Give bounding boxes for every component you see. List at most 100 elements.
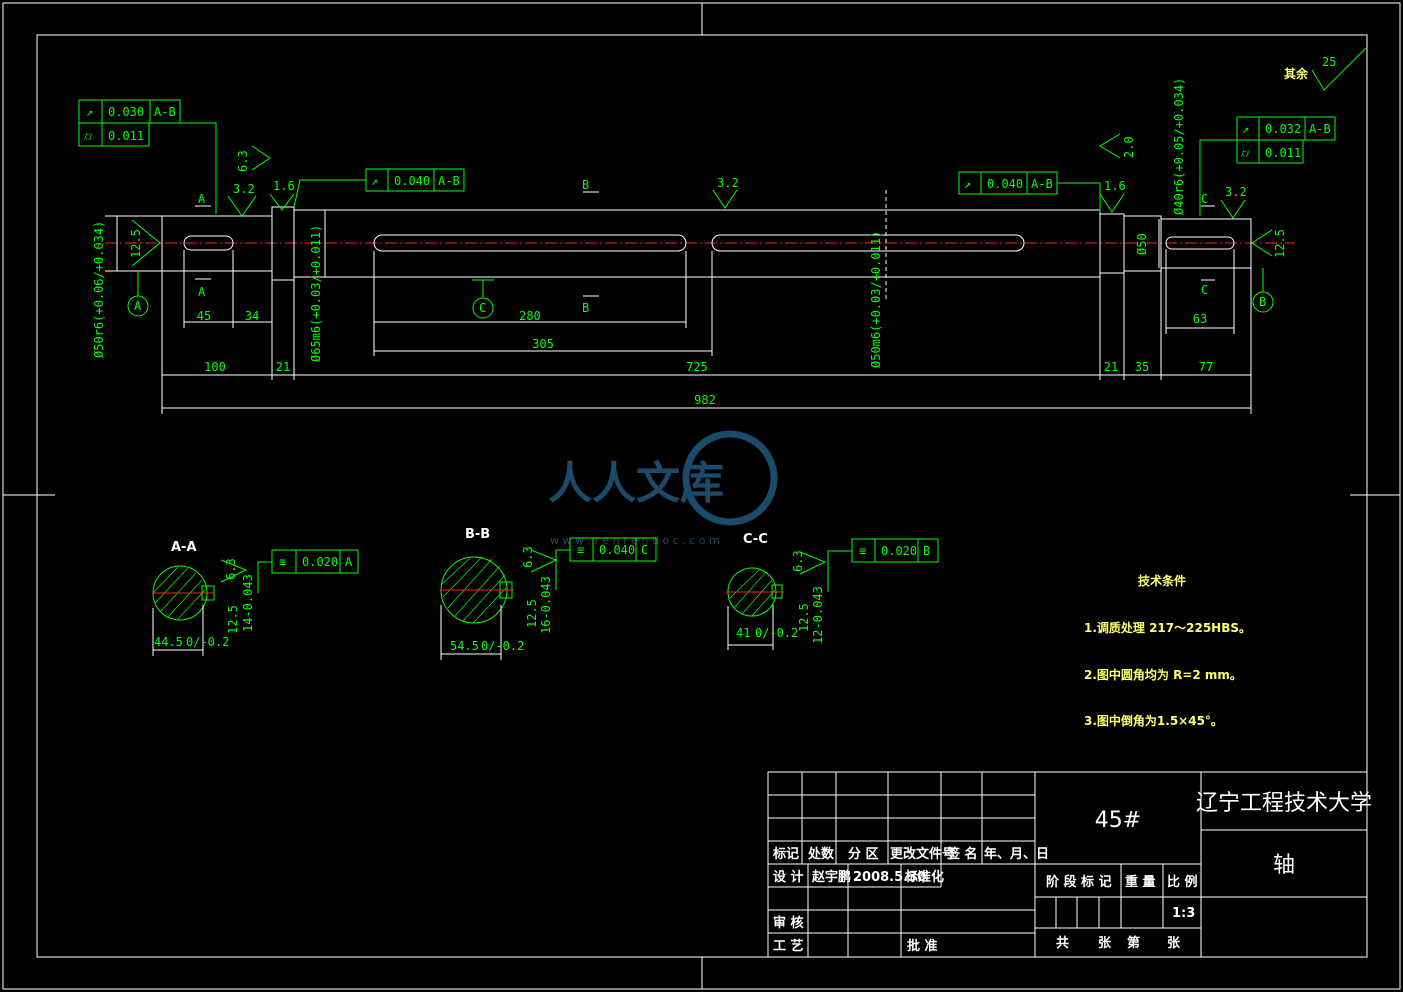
section-cc-slot: 12-0.043	[811, 586, 825, 644]
tol3-symbol-icon: ↗	[371, 174, 378, 188]
rough-16b: 1.6	[1104, 179, 1126, 193]
tb-total-label: 共	[1056, 935, 1069, 951]
section-aa-symmetry-icon: ≡	[279, 555, 286, 569]
dia-right-shoulder: Ø50	[1135, 233, 1149, 255]
tb-design-date: 2008.5.30	[853, 870, 926, 885]
section-cc-sym-datum: B	[923, 544, 930, 558]
tb-material: 45#	[1095, 808, 1141, 833]
datum-c-label: C	[479, 301, 486, 315]
tol6-value: 0.011	[1265, 146, 1301, 160]
roughness-16a-icon	[269, 193, 295, 211]
dim-35: 35	[1135, 360, 1149, 374]
tb-stage-label: 阶 段 标 记	[1046, 874, 1112, 890]
section-aa-slot: 14-0.043	[241, 574, 255, 632]
rough-32c: 3.2	[1225, 185, 1247, 199]
rough-others-value: 25	[1322, 55, 1336, 69]
tb-design-label: 设 计	[773, 869, 804, 885]
section-markers: A A B B C C A C B	[127, 178, 1274, 319]
note-3: 3.图中倒角为1.5×45°。	[1084, 713, 1223, 728]
section-bb-tol: 0/-0.2	[481, 639, 524, 653]
section-cc: C-C 41 0/-0.2 6.3 12.5 12-0.043 ≡ 0.020 …	[726, 532, 939, 650]
watermark: 人人文库 w w w . r e n r e n d o c . c o m	[548, 430, 778, 547]
datum-b-label: B	[1259, 295, 1266, 309]
rough-16a: 1.6	[273, 179, 295, 193]
tb-h-doc: 更改文件号	[890, 846, 955, 862]
note-2: 2.图中圆角均为 R=2 mm。	[1084, 667, 1242, 682]
tol4-symbol-icon: ↗	[964, 177, 971, 191]
section-cc-symmetry-icon: ≡	[859, 544, 866, 558]
section-aa-sym-datum: A	[345, 555, 353, 569]
tb-standard-label: 标准化	[904, 869, 944, 885]
tb-designer: 赵宇鹏	[811, 869, 851, 885]
tol2-value: 0.011	[108, 129, 144, 143]
section-bb-title: B-B	[465, 527, 490, 542]
section-mark-a-bottom: A	[198, 285, 206, 299]
dim-77: 77	[1199, 360, 1213, 374]
section-aa-title: A-A	[171, 540, 197, 555]
datum-a-label: A	[134, 299, 142, 313]
note-1: 1.调质处理 217～225HBS。	[1084, 620, 1251, 635]
tb-h-sign: 签 名	[946, 846, 978, 862]
dim-34: 34	[245, 309, 259, 323]
tb-page-label: 第	[1127, 935, 1140, 951]
section-bb-symmetry-icon: ≡	[577, 543, 584, 557]
dim-305: 305	[532, 337, 554, 351]
section-bb: B-B 54.5 0/-0.2 6.3 12.5 16-0.043 ≡ 0.04…	[440, 527, 657, 660]
dim-21-right: 21	[1104, 360, 1118, 374]
dim-725: 725	[686, 360, 708, 374]
roughness-others-icon	[1311, 47, 1367, 91]
section-cc-rough2: 12.5	[797, 603, 811, 632]
section-aa-width: 44.5	[154, 635, 183, 649]
tol5-value: 0.032	[1265, 122, 1301, 136]
rough-32b: 3.2	[717, 176, 739, 190]
dia-left-journal: Ø50r6(+0.06/+0.034)	[92, 221, 106, 358]
rough-63: 6.3	[236, 150, 250, 172]
tol1-datum: A-B	[154, 105, 176, 119]
shaft-view	[105, 190, 1295, 300]
tb-weight-label: 重 量	[1125, 874, 1156, 890]
section-aa-sym-value: 0.020	[302, 555, 338, 569]
section-aa-rough2: 12.5	[226, 605, 240, 634]
section-aa-rough: 6.3	[224, 558, 238, 580]
tb-process-label: 工 艺	[773, 938, 804, 954]
section-bb-slot: 16-0.043	[539, 576, 553, 634]
roughness-63-icon	[251, 145, 271, 171]
dim-45: 45	[197, 309, 211, 323]
roughness-32b-icon	[712, 189, 738, 209]
dim-280: 280	[519, 309, 541, 323]
roughness-16b-icon	[1099, 193, 1125, 213]
section-mark-c-bottom: C	[1201, 283, 1208, 297]
dim-21-left: 21	[276, 360, 290, 374]
roughness-32a-icon	[227, 195, 257, 217]
watermark-url: w w w . r e n r e n d o c . c o m	[550, 534, 720, 547]
title-block: 标记 处数 分 区 更改文件号 签 名 年、月、日 设 计 赵宇鹏 2008.5…	[767, 771, 1372, 958]
dim-63: 63	[1193, 312, 1207, 326]
watermark-circle-icon	[682, 430, 778, 526]
tb-university: 辽宁工程技术大学	[1196, 791, 1372, 816]
notes-title: 技术条件	[1138, 573, 1186, 588]
keyway-b	[711, 234, 1025, 252]
section-aa: A-A 44.5 0/-0.2 6.3 12.5 14-0.043 ≡ 0.02…	[152, 540, 359, 656]
section-bb-rough: 6.3	[521, 546, 535, 568]
dia-middle: Ø50m6(+0.03/+0.011)	[869, 231, 883, 368]
tb-h-mark: 标记	[772, 846, 799, 862]
dim-100: 100	[204, 360, 226, 374]
rough-others-label: 其余	[1284, 66, 1309, 81]
roughness-125-right-icon	[1251, 229, 1273, 257]
tol2-symbol-icon: ⌭	[84, 129, 93, 143]
section-mark-c-top: C	[1201, 192, 1208, 206]
section-mark-b-bottom: B	[582, 301, 589, 315]
tol4-datum: A-B	[1031, 177, 1053, 191]
section-cc-width: 41	[736, 626, 750, 640]
tolerance-frame-4: ↗ 0.040 A-B	[958, 171, 1101, 212]
section-aa-tol: 0/-0.2	[186, 635, 229, 649]
tolerance-frame-3: ↗ 0.040 A-B	[293, 168, 465, 208]
tol1-symbol-icon: ↗	[86, 105, 93, 119]
dia-right-journal: Ø40r6(+0.05/+0.034)	[1172, 78, 1186, 215]
roughness-20-icon	[1099, 133, 1121, 159]
technical-notes: 技术条件 1.调质处理 217～225HBS。 2.图中圆角均为 R=2 mm。…	[1084, 573, 1251, 728]
rough-125-right: 12.5	[1273, 229, 1287, 258]
section-bb-width: 54.5	[450, 639, 479, 653]
tolerance-frame-1: ↗ 0.030 A-B ⌭ 0.011	[78, 99, 217, 214]
